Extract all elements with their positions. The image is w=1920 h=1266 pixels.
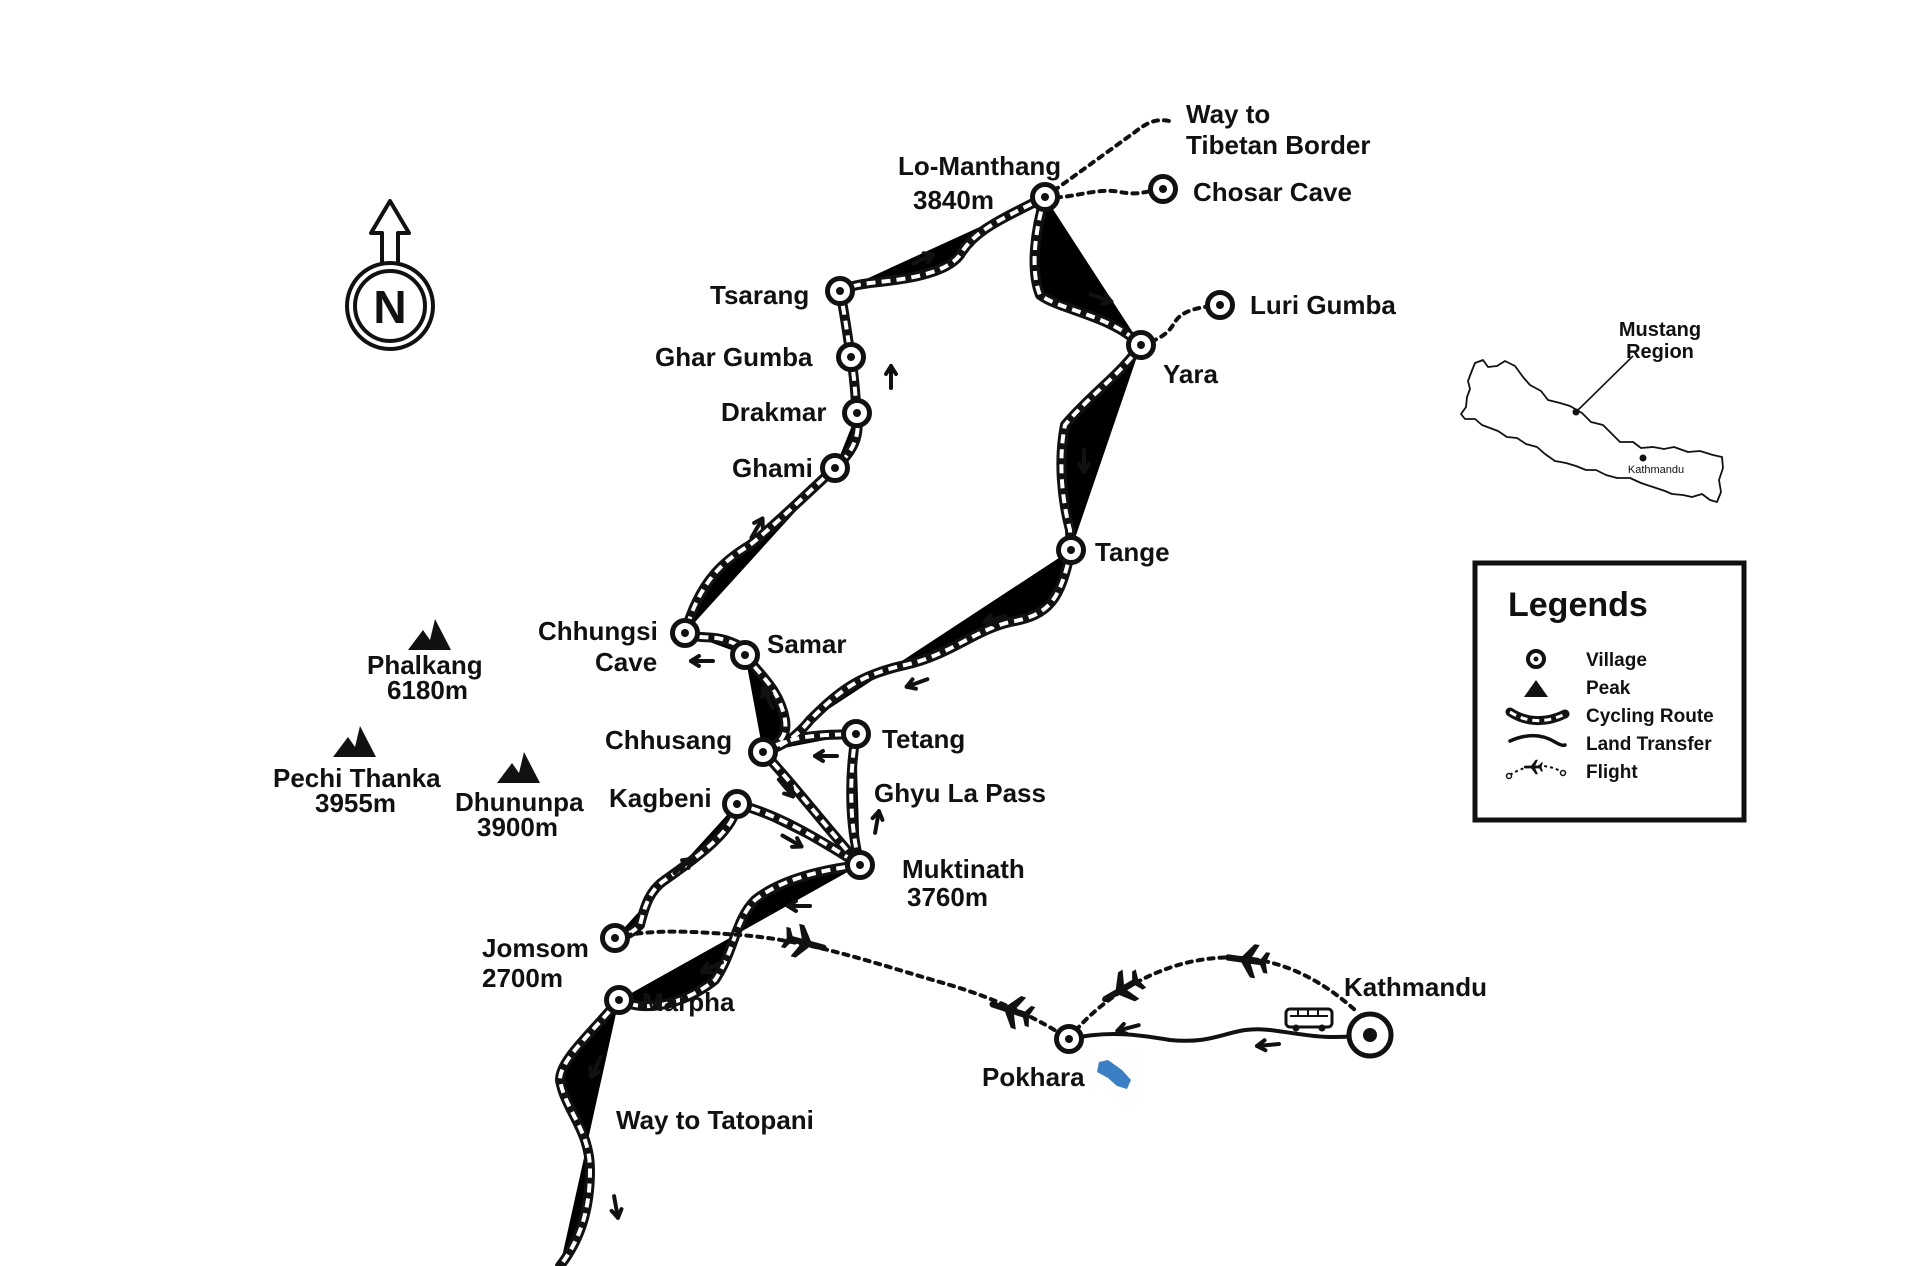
label-pechi-thanka-elevation: 3955m [315, 788, 396, 818]
label-pechi-thanka: Pechi Thanka [273, 763, 441, 793]
village-icon-jomsom[interactable] [603, 926, 628, 951]
label-chosar-cave: Chosar Cave [1193, 177, 1352, 207]
label-phalkang: Phalkang [367, 650, 483, 680]
legend-village-icon [1526, 649, 1546, 669]
village-icon-lo-manthang[interactable] [1033, 185, 1058, 210]
label-marpha: Marpha [642, 987, 735, 1017]
land-transfer-route [1067, 1007, 1372, 1043]
peak-icon-phalkang [408, 619, 451, 650]
label-jomsom: Jomsom [482, 933, 589, 963]
flight-paths [613, 920, 1357, 1041]
label-kathmandu: Kathmandu [1344, 972, 1487, 1002]
village-markers [603, 177, 1394, 1059]
village-icon-chhusang[interactable] [751, 740, 776, 765]
label-lo-manthang-elevation: 3840m [913, 185, 994, 215]
north-arrow-icon [369, 199, 411, 267]
village-icon-marpha[interactable] [607, 988, 632, 1013]
label-ghyu-la-pass: Ghyu La Pass [874, 778, 1046, 808]
kathmandu-marker [1639, 454, 1647, 462]
label-way-to-tibet-2: Tibetan Border [1186, 130, 1370, 160]
peak-icons [333, 619, 540, 783]
label-chhusang: Chhusang [605, 725, 732, 755]
label-tetang: Tetang [882, 724, 965, 754]
lake-shape [1097, 1060, 1131, 1089]
label-pokhara: Pokhara [982, 1062, 1085, 1092]
north-compass: N [345, 199, 435, 351]
peak-icon-pechi-thanka [333, 726, 376, 757]
plane-icon [1222, 940, 1272, 980]
label-phalkang-elevation: 6180m [387, 675, 468, 705]
label-tange: Tange [1095, 537, 1170, 567]
village-icon-luri-gumba[interactable] [1208, 293, 1233, 318]
legend-item-flight: Flight [1586, 762, 1638, 783]
label-way-to-tibet-1: Way to [1186, 99, 1270, 129]
legend-box: Legends Village Peak Cycling Route Land … [1472, 560, 1747, 823]
legend-land-transfer-icon [1508, 734, 1567, 748]
label-ghar-gumba: Ghar Gumba [655, 342, 813, 372]
label-chhungsi-cave-1: Chhungsi [538, 616, 658, 646]
legend-cycling-route-icon [1505, 707, 1570, 725]
village-icon-drakmar[interactable] [845, 401, 870, 426]
label-jomsom-elevation: 2700m [482, 963, 563, 993]
village-icon-chosar-cave[interactable] [1151, 177, 1176, 202]
label-muktinath-elevation: 3760m [907, 882, 988, 912]
village-icon-kagbeni[interactable] [725, 792, 750, 817]
plane-icon [779, 920, 832, 965]
legend-item-land-transfer: Land Transfer [1586, 734, 1712, 755]
label-ghami: Ghami [732, 453, 813, 483]
label-kagbeni: Kagbeni [609, 783, 712, 813]
nepal-inset-map: Mustang Region Kathmandu [1460, 319, 1724, 503]
village-icon-muktinath[interactable] [848, 853, 873, 878]
inset-capital-label: Kathmandu [1628, 464, 1684, 476]
village-icon-kathmandu[interactable] [1346, 1011, 1394, 1059]
legend-item-peak: Peak [1586, 678, 1631, 699]
label-lo-manthang: Lo-Manthang [898, 151, 1061, 181]
side-trails [1043, 118, 1222, 347]
village-icon-samar[interactable] [733, 643, 758, 668]
label-luri-gumba: Luri Gumba [1250, 290, 1396, 320]
inset-region-label-1: Mustang [1619, 319, 1701, 341]
label-muktinath: Muktinath [902, 854, 1025, 884]
village-icon-ghami[interactable] [823, 456, 848, 481]
plane-icon [984, 987, 1038, 1034]
village-icon-ghar-gumba[interactable] [839, 345, 864, 370]
village-icon-pokhara[interactable] [1057, 1027, 1082, 1052]
legend-item-cycling-route: Cycling Route [1586, 706, 1714, 727]
label-drakmar: Drakmar [721, 397, 827, 427]
village-icon-tetang[interactable] [844, 722, 869, 747]
mustang-marker [1572, 408, 1580, 416]
cycling-routes [560, 197, 1141, 1266]
bus-icon [1284, 1007, 1334, 1032]
label-dhununpa: Dhununpa [455, 787, 584, 817]
inset-region-label-2: Region [1626, 341, 1694, 363]
legend-peak-icon [1524, 680, 1548, 697]
village-icon-tange[interactable] [1059, 538, 1084, 563]
north-letter: N [373, 281, 406, 333]
direction-arrows [588, 251, 1281, 1220]
legend-title: Legends [1508, 586, 1648, 624]
village-icon-tsarang[interactable] [828, 279, 853, 304]
village-icon-yara[interactable] [1129, 333, 1154, 358]
legend-item-village: Village [1586, 650, 1647, 671]
label-chhungsi-cave-2: Cave [595, 647, 657, 677]
label-yara: Yara [1163, 359, 1218, 389]
label-dhununpa-elevation: 3900m [477, 812, 558, 842]
place-labels: Lo-Manthang 3840m Way to Tibetan Border … [273, 99, 1487, 1135]
peak-icon-dhununpa [497, 752, 540, 783]
legend-flight-icon [1505, 759, 1567, 780]
nepal-outline [1460, 359, 1724, 503]
label-samar: Samar [767, 629, 847, 659]
village-icon-chhungsi-cave[interactable] [673, 621, 698, 646]
label-tsarang: Tsarang [710, 280, 809, 310]
label-way-to-tatopani: Way to Tatopani [616, 1105, 814, 1135]
